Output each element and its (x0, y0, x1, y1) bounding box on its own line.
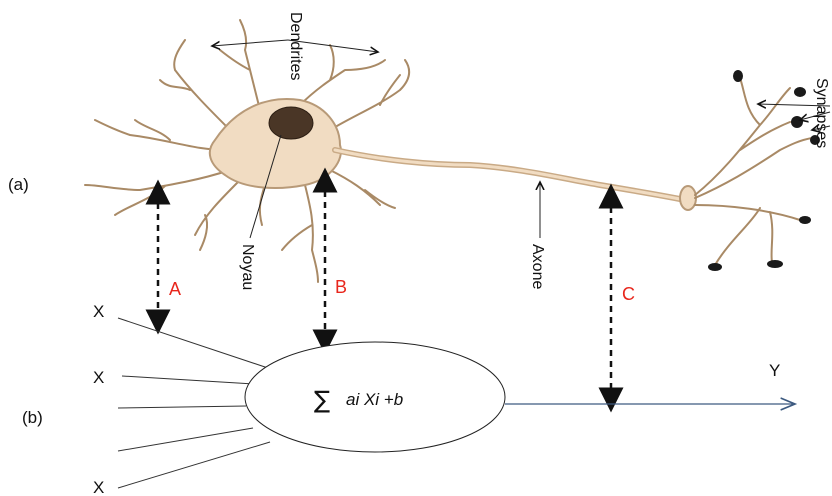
letter-a: A (169, 279, 181, 299)
nucleus (269, 107, 313, 139)
axone-label: Axone (529, 244, 546, 289)
biological-neuron (85, 20, 820, 282)
axon-terminals (695, 78, 812, 265)
input-x-3: X (93, 478, 104, 496)
part-b-label: (b) (22, 408, 43, 427)
noyau-label: Noyau (239, 244, 256, 290)
input-x-1: X (93, 302, 104, 321)
dendrites-label: Dendrites (287, 12, 304, 80)
axon (335, 150, 685, 200)
letter-b: B (335, 277, 347, 297)
sum-symbol: ∑ (314, 386, 330, 414)
synapse-knobs (708, 70, 820, 271)
synapses-label: Synapses (813, 78, 830, 148)
artificial-neuron: ∑ ai Xi +b (118, 318, 795, 488)
output-y: Y (769, 361, 780, 380)
letter-c: C (622, 284, 635, 304)
input-x-2: X (93, 368, 104, 387)
part-a-label: (a) (8, 175, 29, 194)
formula-label: ai Xi +b (346, 390, 403, 409)
